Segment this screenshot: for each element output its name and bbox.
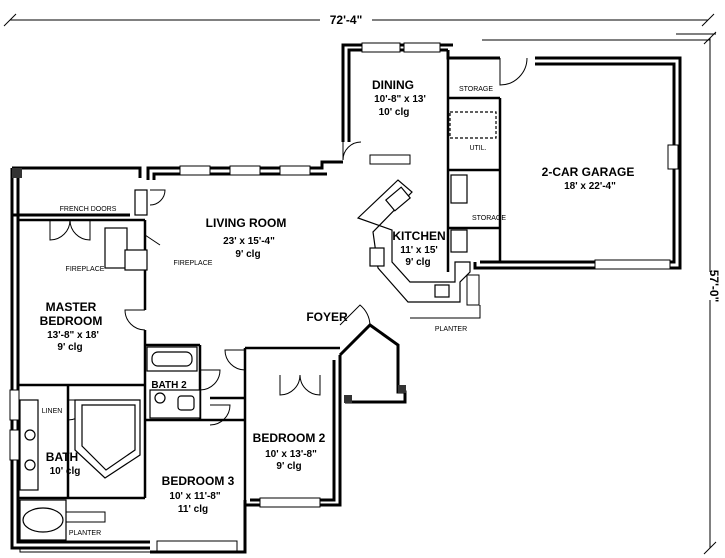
exterior-walls [10,43,682,554]
room-name-kitchen: KITCHEN [392,229,445,243]
label-storage-top: STORAGE [459,86,493,93]
room-ceiling-bedroom2: 9' clg [276,461,301,472]
room-size-kitchen: 11' x 15' [400,245,438,256]
room-name-master-2: BEDROOM [40,314,103,328]
room-size-bedroom3: 10' x 11'-8" [169,491,220,502]
overall-width: 72'-4" [330,13,363,27]
room-name-bedroom2: BEDROOM 2 [253,431,326,445]
labels: 72'-4" 57'-0" DINING 10'-8" x 13' 10' cl… [40,13,721,537]
room-ceiling-bedroom3: 11' clg [178,504,208,515]
overall-depth: 57'-0" [707,270,721,303]
label-fireplace-right: FIREPLACE [174,260,213,267]
room-ceiling-bath: 10' clg [50,466,81,477]
planter-outline [19,305,481,553]
room-size-garage: 18' x 22'-4" [564,181,616,192]
label-storage-mid: STORAGE [472,215,506,222]
room-ceiling-living: 9' clg [235,249,260,260]
room-size-bedroom2: 10' x 13'-8" [265,449,317,460]
room-name-bath2: BATH 2 [151,380,187,391]
room-name-foyer: FOYER [306,310,348,324]
label-french-doors: FRENCH DOORS [60,206,117,213]
room-size-dining: 10'-8" x 13' [374,94,426,105]
door-swings [49,57,528,426]
room-name-bath: BATH [46,450,78,464]
dimension-lines [3,13,717,555]
room-ceiling-dining: 10' clg [379,107,410,118]
room-name-bedroom3: BEDROOM 3 [162,474,235,488]
fixtures [19,111,497,541]
room-size-master: 13'-8" x 18' [47,330,99,341]
room-size-living: 23' x 15'-4" [223,236,275,247]
room-name-living: LIVING ROOM [206,216,287,230]
room-ceiling-master: 9' clg [57,342,82,353]
room-name-master-1: MASTER [46,300,97,314]
label-planter-bottom: PLANTER [69,530,101,537]
room-name-garage: 2-CAR GARAGE [542,165,635,179]
windows [9,42,679,552]
wall-corners [12,168,406,403]
room-name-dining: DINING [372,78,414,92]
label-planter-right: PLANTER [435,326,467,333]
label-util: UTIL. [469,145,486,152]
label-fireplace-left: FIREPLACE [66,266,105,273]
room-ceiling-kitchen: 9' clg [405,257,430,268]
label-linen: LINEN [42,408,63,415]
